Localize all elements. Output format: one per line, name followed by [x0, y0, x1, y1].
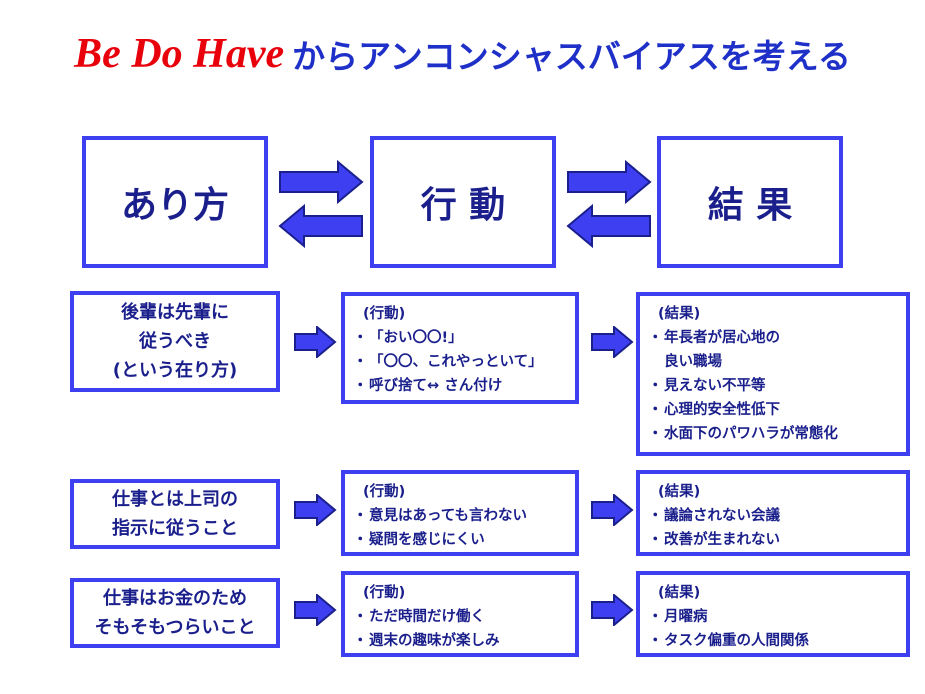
bidirectional-arrow-icon	[566, 160, 652, 248]
action-header: (行動)	[363, 306, 406, 322]
stance-line: 後輩は先輩に	[120, 302, 229, 323]
right-arrow-icon	[591, 594, 634, 626]
right-arrow-icon	[294, 594, 337, 626]
result-header: (結果)	[658, 306, 701, 322]
stance-line: (という在り方)	[112, 360, 238, 381]
stance-line: 仕事とは上司の	[112, 489, 238, 510]
result-item: 議論されない会議	[648, 504, 898, 528]
action-item: ただ時間だけ働く	[353, 605, 567, 629]
stage-doing-label: 行 動	[420, 185, 506, 226]
stance-box-row3: 仕事はお金のため そもそもつらいこと	[70, 578, 280, 648]
stage-being-box: あり方	[82, 136, 268, 268]
result-item: タスク偏重の人間関係	[648, 629, 898, 653]
action-item: 意見はあっても言わない	[353, 504, 567, 528]
action-box-row1: (行動) 「おい〇〇!」 「〇〇、これやっといて」 呼び捨て↔ さん付け	[341, 292, 579, 404]
right-arrow-icon	[294, 326, 337, 358]
stage-being-label: あり方	[120, 185, 229, 226]
result-box-row3: (結果) 月曜病 タスク偏重の人間関係	[636, 571, 910, 657]
result-item: 年長者が居心地の	[648, 326, 898, 350]
action-header: (行動)	[363, 585, 406, 601]
action-item: 「おい〇〇!」	[353, 326, 567, 350]
result-item-continuation: 良い職場	[664, 354, 722, 370]
stance-line: そもそもつらいこと	[94, 617, 256, 638]
right-arrow-icon	[294, 494, 337, 526]
title-brand: Be Do Have	[74, 31, 285, 77]
action-item: 疑問を感じにくい	[353, 528, 567, 552]
result-box-row1: (結果) 年長者が居心地の 良い職場 見えない不平等 心理的安全性低下 水面下の…	[636, 292, 910, 456]
action-item: 「〇〇、これやっといて」	[353, 350, 567, 374]
result-header: (結果)	[658, 585, 701, 601]
action-item: 呼び捨て↔ さん付け	[353, 374, 567, 398]
result-box-row2: (結果) 議論されない会議 改善が生まれない	[636, 470, 910, 556]
stance-line: 仕事はお金のため	[102, 588, 247, 609]
result-item: 水面下のパワハラが常態化	[648, 422, 898, 446]
action-box-row3: (行動) ただ時間だけ働く 週末の趣味が楽しみ	[341, 571, 579, 657]
right-arrow-icon	[591, 326, 634, 358]
title-subtitle: からアンコンシャスバイアスを考える	[292, 37, 851, 76]
result-header: (結果)	[658, 484, 701, 500]
stance-box-row2: 仕事とは上司の 指示に従うこと	[70, 479, 280, 549]
action-item: 週末の趣味が楽しみ	[353, 629, 567, 653]
action-box-row2: (行動) 意見はあっても言わない 疑問を感じにくい	[341, 470, 579, 556]
action-header: (行動)	[363, 484, 406, 500]
stage-having-label: 結 果	[707, 185, 793, 226]
stance-line: 指示に従うこと	[112, 518, 238, 539]
result-item: 見えない不平等	[648, 374, 898, 398]
stance-box-row1: 後輩は先輩に 従うべき (という在り方)	[70, 291, 280, 392]
result-item: 心理的安全性低下	[648, 398, 898, 422]
bidirectional-arrow-icon	[278, 160, 364, 248]
right-arrow-icon	[591, 494, 634, 526]
stage-having-box: 結 果	[657, 136, 843, 268]
stance-line: 従うべき	[138, 331, 211, 352]
stage-doing-box: 行 動	[370, 136, 556, 268]
result-item: 改善が生まれない	[648, 528, 898, 552]
result-item: 月曜病	[648, 605, 898, 629]
